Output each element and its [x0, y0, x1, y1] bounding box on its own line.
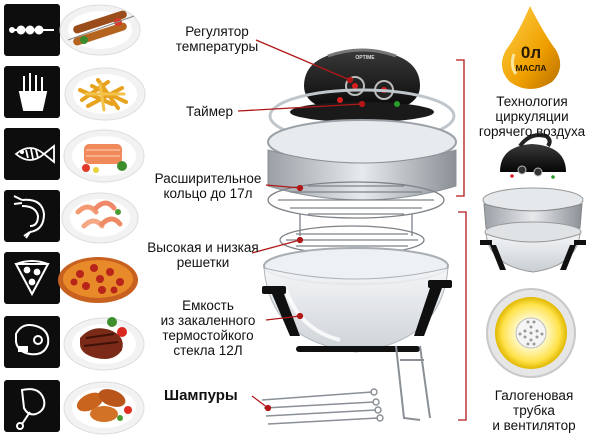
menu-row-fries: [4, 66, 146, 121]
label-bowl: Емкость из закаленного термостойкого сте…: [160, 298, 256, 358]
skewer-icon: [9, 25, 54, 35]
high-rack: [267, 181, 445, 236]
tongs: [395, 345, 431, 421]
icon-tile: [4, 190, 60, 242]
menu-row-drumstick: [4, 380, 145, 435]
menu-row-skewers: [4, 4, 141, 56]
pizza-icon: [14, 260, 50, 297]
steak-plate: [63, 317, 145, 371]
menu-column: [4, 4, 146, 435]
drumstick-icon: [16, 388, 46, 430]
label-hot-air: Технология циркуляции горячего воздуха: [478, 94, 586, 139]
label-halogen: Галогеновая трубка и вентилятор: [492, 388, 576, 433]
label-racks: Высокая и низкая решетки: [147, 240, 259, 270]
shrimp-plate: [61, 192, 139, 244]
fries-plate: [64, 67, 146, 121]
fish-icon: [14, 144, 55, 164]
glass-bowl: [263, 247, 449, 353]
assembled-oven: [480, 133, 586, 273]
skewers: [261, 388, 384, 425]
menu-row-steak: [4, 316, 145, 371]
label-temperature: Регулятор температуры: [175, 24, 259, 54]
label-skewers: Шампуры: [164, 387, 238, 404]
oil-drop-icon: [501, 6, 561, 89]
drumstick-plate: [63, 381, 145, 435]
halogen-lamp-icon: [486, 288, 576, 378]
label-extension-ring: Расширительное кольцо до 17л: [154, 171, 262, 201]
oil-badge-unit: МАСЛА: [515, 63, 547, 73]
label-timer: Таймер: [186, 104, 233, 119]
shrimp-icon: [13, 195, 46, 239]
brand-logo: OPTIME: [355, 55, 375, 61]
icon-tile: [4, 252, 60, 304]
oil-badge-amount: 0л: [520, 43, 542, 62]
extension-ring: [267, 119, 457, 201]
menu-row-fish: [4, 128, 145, 183]
pizza-plate: [58, 257, 138, 303]
oven-exploded-view: [261, 48, 457, 425]
oven-lid: [290, 48, 434, 122]
steak-icon: [15, 324, 50, 356]
menu-row-pizza: [4, 252, 138, 304]
bowl-stand: [262, 280, 452, 352]
menu-row-shrimp: [4, 190, 139, 244]
fries-icon: [18, 73, 48, 111]
fish-plate: [63, 129, 145, 183]
kebab-plate: [59, 4, 141, 56]
icon-tile: [4, 316, 60, 368]
callout-lines: [237, 39, 467, 421]
icon-tile: [4, 380, 60, 432]
